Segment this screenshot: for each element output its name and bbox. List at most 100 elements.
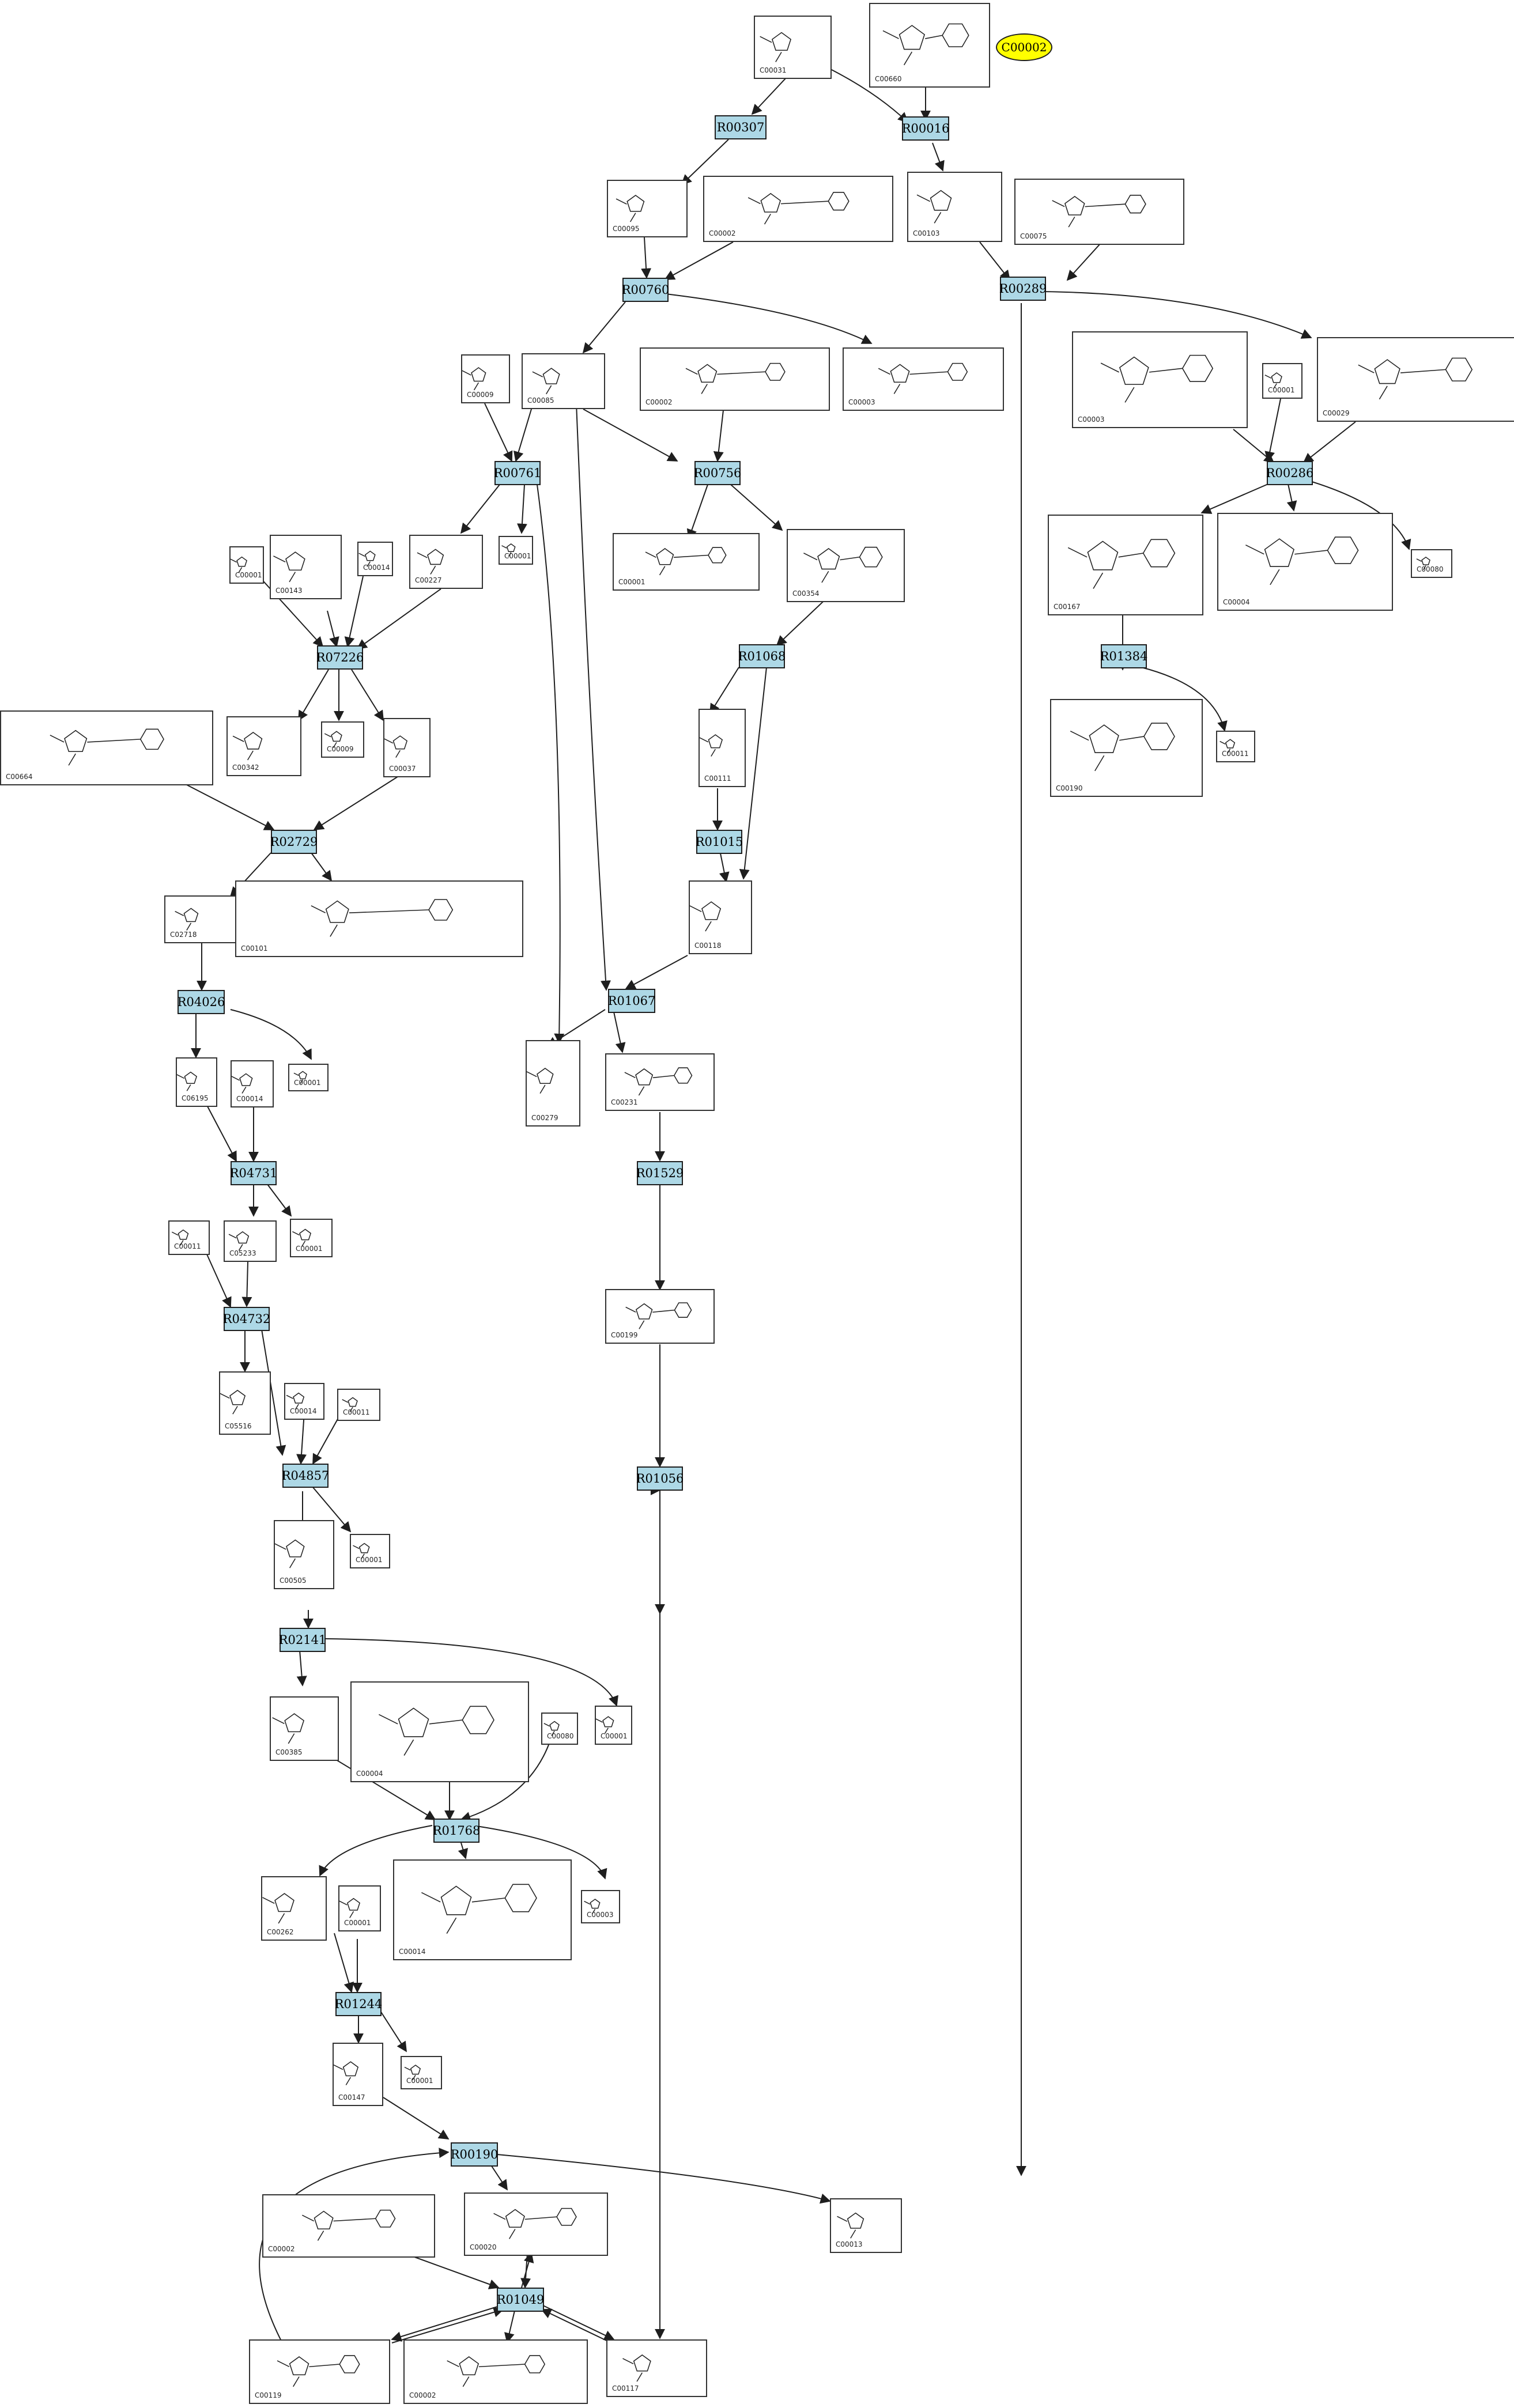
compound-node[interactable]: C00002: [640, 347, 830, 411]
compound-node[interactable]: C00080: [541, 1713, 578, 1745]
compound-label: C02718: [170, 931, 197, 939]
compound-node[interactable]: C00014: [393, 1859, 572, 1960]
compound-node[interactable]: C00003: [1072, 331, 1248, 428]
reaction-node[interactable]: R02141: [279, 1628, 326, 1652]
reaction-node[interactable]: R00307: [715, 115, 767, 139]
compound-node[interactable]: C00262: [261, 1876, 327, 1941]
compound-node[interactable]: C00354: [787, 529, 905, 602]
compound-node[interactable]: C00009: [321, 721, 364, 758]
reaction-node[interactable]: R01384: [1100, 644, 1147, 668]
compound-node[interactable]: C00001: [338, 1885, 381, 1931]
compound-node[interactable]: C00003: [581, 1890, 620, 1923]
compound-node[interactable]: C00664: [0, 710, 213, 785]
compound-node[interactable]: C00002: [703, 176, 893, 242]
reaction-node[interactable]: R00289: [999, 277, 1047, 301]
compound-node[interactable]: C00119: [249, 2339, 390, 2404]
edge: [325, 1638, 618, 1707]
compound-node[interactable]: C00147: [333, 2043, 383, 2106]
compound-label: C00002: [268, 2245, 295, 2253]
compound-node[interactable]: C00143: [270, 535, 342, 599]
reaction-node[interactable]: R04026: [178, 990, 225, 1014]
edge: [356, 588, 441, 650]
compound-node[interactable]: C00014: [284, 1383, 324, 1420]
compound-label: C00014: [399, 1948, 426, 1956]
reaction-node[interactable]: R04857: [282, 1464, 329, 1488]
reaction-node[interactable]: R00286: [1266, 461, 1313, 485]
compound-node[interactable]: C00013: [830, 2198, 902, 2253]
compound-node[interactable]: C00020: [464, 2192, 608, 2256]
compound-node[interactable]: C00014: [231, 1060, 274, 1107]
compound-node[interactable]: C00001: [350, 1534, 390, 1568]
reaction-node[interactable]: R02729: [270, 830, 318, 854]
reaction-node[interactable]: R07226: [316, 645, 364, 670]
compound-label: C00660: [875, 75, 902, 83]
reaction-node[interactable]: R00760: [622, 278, 669, 302]
compound-node[interactable]: C00001: [290, 1219, 333, 1257]
compound-node[interactable]: C02718: [164, 895, 239, 943]
compound-node[interactable]: C00505: [274, 1520, 334, 1589]
compound-node[interactable]: C00190: [1050, 699, 1203, 797]
compound-node[interactable]: C00011: [337, 1389, 380, 1421]
reaction-node[interactable]: R00190: [451, 2142, 498, 2167]
reaction-node[interactable]: R01068: [738, 644, 786, 668]
reaction-node[interactable]: R00761: [494, 461, 541, 485]
edge: [207, 1106, 237, 1162]
compound-node[interactable]: C00167: [1048, 515, 1203, 615]
compound-node[interactable]: C00385: [270, 1696, 339, 1761]
compound-node[interactable]: C00117: [606, 2339, 707, 2397]
compound-node[interactable]: C00037: [383, 718, 431, 777]
compound-node[interactable]: C00080: [1411, 549, 1452, 578]
compound-node[interactable]: C00227: [409, 535, 483, 589]
reaction-node[interactable]: R01049: [497, 2288, 544, 2312]
edge: [537, 484, 565, 1044]
compound-node[interactable]: C00001: [499, 536, 533, 565]
edge: [582, 301, 626, 354]
compound-node[interactable]: C00111: [699, 709, 746, 787]
compound-node[interactable]: C05516: [219, 1371, 271, 1435]
compound-node[interactable]: C05233: [224, 1220, 277, 1262]
compound-node[interactable]: C00002: [403, 2339, 588, 2404]
compound-node[interactable]: C00095: [607, 180, 688, 237]
reaction-node[interactable]: R01768: [433, 1819, 480, 1843]
compound-node[interactable]: C00342: [226, 716, 301, 776]
compound-node[interactable]: C00001: [595, 1706, 632, 1745]
compound-node[interactable]: C00011: [1216, 731, 1255, 762]
compound-node[interactable]: C00660: [869, 3, 990, 88]
reaction-node[interactable]: R01056: [636, 1466, 684, 1491]
reaction-node[interactable]: R04732: [223, 1307, 270, 1331]
compound-node[interactable]: C00001: [288, 1064, 329, 1091]
compound-node[interactable]: C00031: [754, 16, 832, 79]
reaction-node[interactable]: R01244: [335, 1992, 382, 2016]
compound-node[interactable]: C00103: [907, 172, 1002, 242]
highlight-compound[interactable]: C00002: [996, 33, 1052, 61]
compound-node[interactable]: C00014: [357, 542, 393, 576]
compound-node[interactable]: C00001: [229, 546, 264, 584]
compound-node[interactable]: C00075: [1014, 179, 1184, 245]
compound-node[interactable]: C00231: [605, 1053, 715, 1111]
compound-node[interactable]: C00011: [168, 1220, 210, 1255]
compound-node[interactable]: C00004: [350, 1681, 529, 1782]
edge: [260, 1322, 286, 1456]
compound-node[interactable]: C00009: [461, 354, 510, 403]
compound-node[interactable]: C00001: [1262, 363, 1302, 399]
reaction-node[interactable]: R00756: [694, 461, 741, 485]
compound-node[interactable]: C00002: [262, 2194, 435, 2258]
compound-node[interactable]: C00004: [1217, 513, 1393, 611]
reaction-node[interactable]: R01067: [608, 989, 655, 1013]
compound-node[interactable]: C00085: [522, 353, 605, 409]
reaction-node[interactable]: R00016: [902, 116, 949, 141]
compound-node[interactable]: C00279: [526, 1040, 580, 1126]
compound-node[interactable]: C00118: [689, 880, 752, 954]
reaction-node[interactable]: R04731: [230, 1161, 277, 1185]
compound-node[interactable]: C06195: [176, 1057, 217, 1107]
reaction-node[interactable]: R01529: [636, 1161, 684, 1185]
compound-node[interactable]: C00003: [843, 347, 1004, 411]
compound-node[interactable]: C00001: [401, 2056, 442, 2089]
compound-node[interactable]: C00001: [613, 533, 760, 591]
edge: [625, 955, 688, 989]
compound-node[interactable]: C00101: [235, 880, 523, 957]
edge: [686, 484, 708, 540]
compound-node[interactable]: C00199: [605, 1289, 715, 1344]
compound-node[interactable]: C00029: [1317, 337, 1514, 422]
reaction-node[interactable]: R01015: [696, 830, 743, 854]
